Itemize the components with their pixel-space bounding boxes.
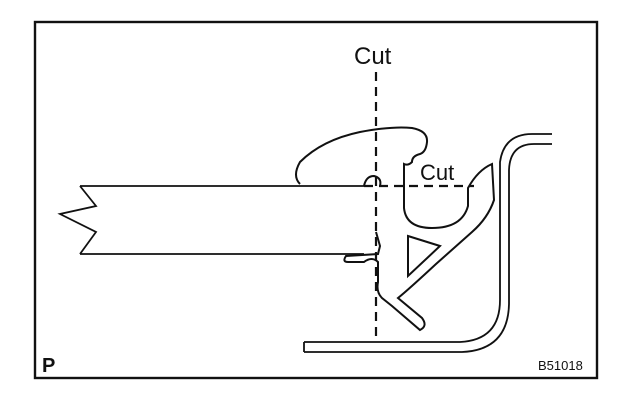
vertical-cut-label: Cut (354, 43, 392, 70)
horizontal-cut-label: Cut (420, 160, 454, 185)
molding-top-lip (295, 126, 429, 185)
molding-inner-hook (363, 174, 382, 187)
diagram-frame (33, 20, 599, 380)
body-panel-outer-line (304, 133, 552, 343)
molding-channel (343, 162, 496, 332)
body-panel-inner-line (304, 143, 552, 353)
corner-mark: P (42, 355, 55, 377)
glass-panel (57, 185, 364, 255)
molding-hollow (407, 234, 442, 279)
figure-code: B51018 (538, 358, 583, 373)
